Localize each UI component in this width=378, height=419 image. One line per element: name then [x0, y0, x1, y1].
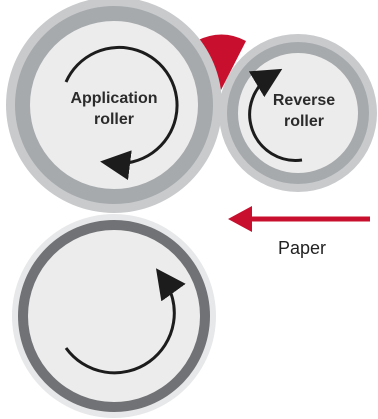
- reverse-rotation-arrow-icon: [248, 68, 303, 162]
- paper-label: Paper: [278, 238, 326, 258]
- reverse-roller-label-line2: roller: [284, 113, 324, 130]
- application-rotation-arrow-icon: [64, 45, 179, 181]
- reverse-roller-label-line1: Reverse: [273, 92, 335, 109]
- application-roller: Application roller: [6, 0, 222, 213]
- application-roller-label-line1: Application: [70, 90, 157, 107]
- reverse-roller: Reverse roller: [219, 34, 377, 192]
- application-roller-label-line2: roller: [94, 111, 134, 128]
- lower-roller: [12, 214, 216, 418]
- ink-wedge: [196, 34, 246, 90]
- lower-rotation-arrow-icon: [64, 268, 186, 375]
- paper-direction-arrow-icon: [228, 206, 370, 232]
